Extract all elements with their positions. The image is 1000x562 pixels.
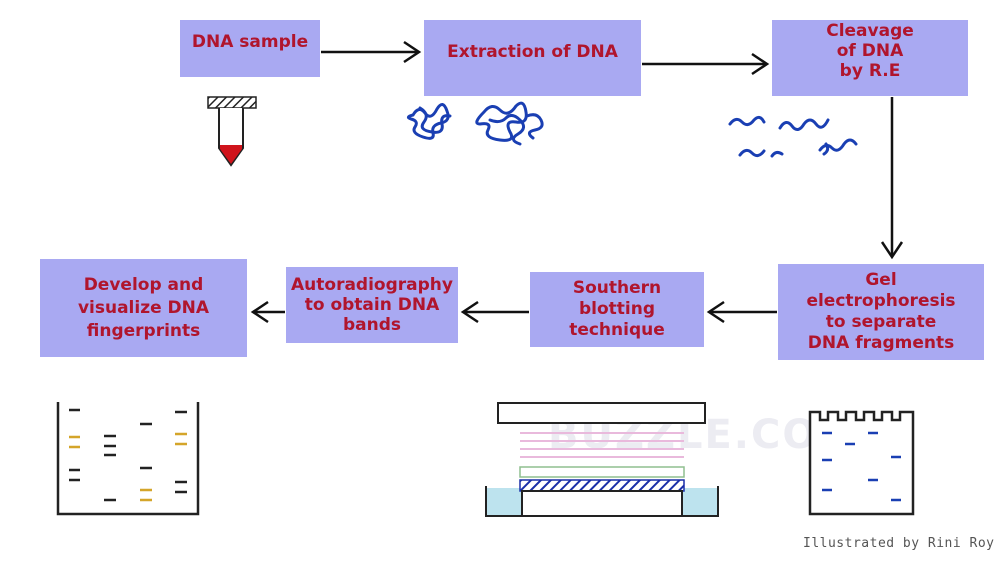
coiled-dna-icon	[406, 101, 544, 146]
step-autoradiography: Autoradiography to obtain DNA bands	[286, 267, 458, 343]
arrow-blotting-to-autoradiography	[460, 300, 529, 324]
fingerprint-gel-icon	[56, 402, 200, 516]
step-gel-electrophoresis: Gel electrophoresis to separate DNA frag…	[778, 264, 984, 360]
gel-wells-icon	[808, 410, 915, 516]
step-label: Southern blotting technique	[569, 278, 665, 340]
dna-fragments-icon	[728, 115, 858, 158]
blotting-apparatus-icon	[485, 402, 719, 517]
step-label: Autoradiography to obtain DNA bands	[291, 275, 453, 335]
step-label: Gel electrophoresis to separate DNA frag…	[806, 270, 956, 353]
step-develop-visualize: Develop and visualize DNA fingerprints	[40, 259, 247, 357]
arrow-extraction-to-cleavage	[642, 52, 770, 76]
step-label: Cleavage of DNA by R.E	[826, 21, 914, 81]
step-extraction: Extraction of DNA	[424, 20, 641, 96]
arrow-cleavage-to-gel	[880, 97, 904, 260]
step-cleavage: Cleavage of DNA by R.E	[772, 20, 968, 96]
arrow-autoradiography-to-develop	[250, 300, 285, 324]
step-dna-sample: DNA sample	[180, 20, 320, 77]
step-label: DNA sample	[191, 32, 309, 52]
step-label: Develop and visualize DNA fingerprints	[77, 274, 210, 341]
credit-text: Illustrated by Rini Roy	[803, 536, 995, 551]
arrow-gel-to-blotting	[706, 300, 777, 324]
test-tube-icon	[207, 96, 257, 167]
arrow-sample-to-extraction	[321, 40, 422, 64]
step-label: Extraction of DNA	[447, 42, 618, 62]
step-southern-blotting: Southern blotting technique	[530, 272, 704, 347]
